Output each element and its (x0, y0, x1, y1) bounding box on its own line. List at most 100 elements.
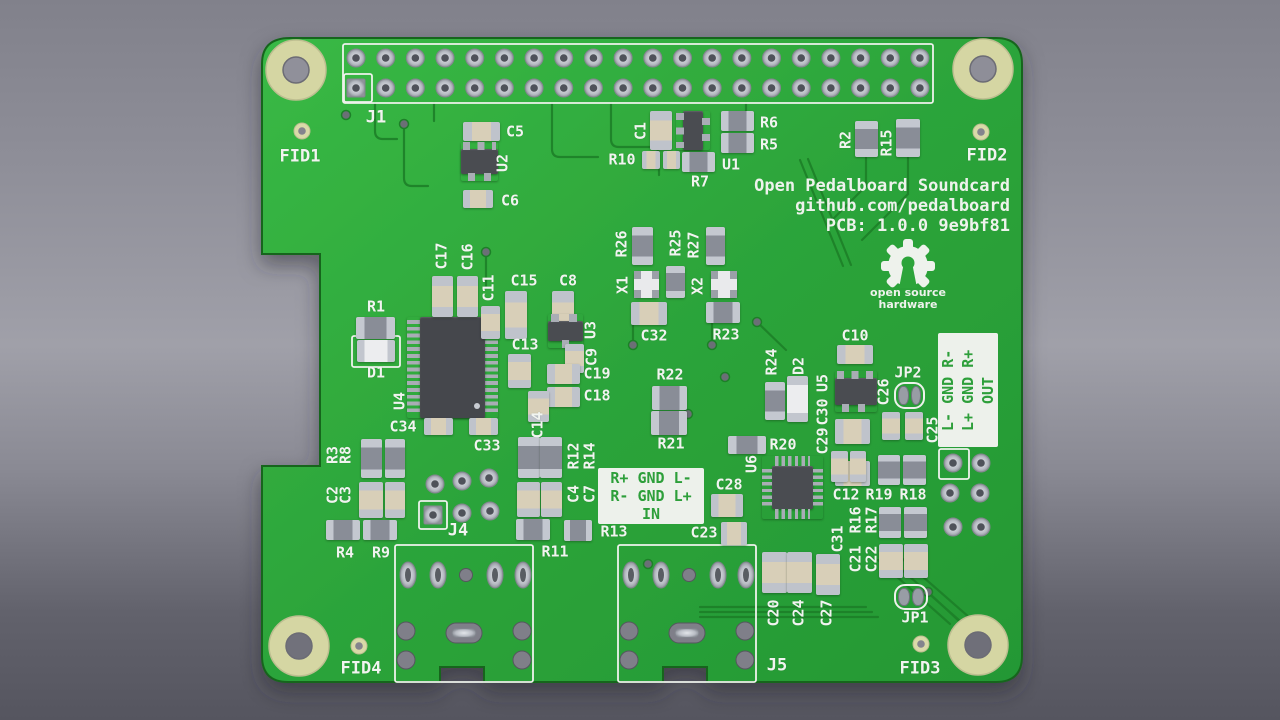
component-R5 (721, 133, 754, 153)
refdes-C13: C13 (511, 335, 539, 354)
component-R1 (356, 317, 395, 339)
refdes-C31: C31 (828, 525, 847, 553)
refdes-R1: R1 (366, 297, 386, 316)
pcb-board (261, 37, 1023, 683)
component-C6 (463, 190, 493, 208)
component-C3 (385, 482, 405, 518)
refdes-C16: C16 (458, 243, 477, 271)
component-R26 (632, 227, 653, 265)
component-R22 (652, 386, 687, 410)
component-C20 (762, 552, 787, 593)
refdes-C29: C29 (813, 427, 832, 455)
in-pinout-row-1: R+ GND L- (610, 469, 692, 487)
component-R20 (728, 436, 766, 454)
component-part (663, 151, 680, 169)
refdes-R8: R8 (336, 445, 355, 465)
refdes-C26: C26 (874, 378, 893, 406)
component-R18 (903, 455, 926, 485)
component-U3 (548, 314, 583, 348)
silkscreen-lines (342, 43, 970, 683)
refdes-D1: D1 (366, 363, 386, 382)
component-C16 (457, 276, 478, 317)
refdes-R5: R5 (759, 135, 779, 154)
refdes-R23: R23 (712, 325, 740, 344)
component-C34 (424, 418, 453, 435)
component-C27 (816, 554, 840, 595)
oshw-text-line-2: hardware (878, 297, 938, 311)
component-C22 (904, 544, 928, 578)
component-R16 (879, 507, 901, 538)
title-line-1: Open Pedalboard Soundcard (754, 176, 1010, 196)
component-C10 (837, 345, 873, 364)
refdes-C18: C18 (583, 386, 611, 405)
component-C23 (721, 522, 747, 545)
in-pinout-row-2: R- GND L+ (610, 487, 692, 505)
refdes-U6: U6 (742, 454, 761, 474)
refdes-J4: J4 (447, 520, 469, 541)
component-U1 (676, 111, 710, 150)
component-R6 (721, 111, 754, 131)
refdes-C14: C14 (528, 411, 547, 439)
refdes-R7: R7 (690, 172, 710, 191)
component-R3 (361, 439, 382, 478)
refdes-C30: C30 (813, 398, 832, 426)
in-pinout-row-3: IN (641, 505, 661, 523)
component-C15 (505, 291, 527, 339)
refdes-C33: C33 (473, 436, 501, 455)
component-R21 (651, 411, 687, 435)
refdes-R15: R15 (877, 129, 896, 157)
component-R27 (706, 227, 725, 265)
refdes-R11: R11 (541, 542, 569, 561)
refdes-C20: C20 (764, 599, 783, 627)
refdes-D2: D2 (789, 356, 808, 376)
component-D1 (357, 340, 395, 362)
refdes-U3: U3 (581, 320, 600, 340)
component-JP1 (894, 584, 928, 610)
oshw-text-line-1: open source (870, 286, 946, 299)
component-C25 (882, 412, 900, 440)
component-C5 (463, 122, 500, 141)
refdes-C34: C34 (389, 417, 417, 436)
refdes-JP2: JP2 (894, 363, 922, 382)
refdes-R20: R20 (769, 435, 797, 454)
refdes-FID4: FID4 (340, 658, 382, 679)
component-C21 (879, 544, 903, 578)
refdes-R16: R16 (846, 506, 865, 534)
refdes-C23: C23 (690, 523, 718, 542)
refdes-C6: C6 (500, 191, 520, 210)
refdes-C4: C4 (564, 484, 583, 504)
component-R17 (904, 507, 927, 538)
component-U5 (835, 371, 877, 412)
refdes-J5: J5 (766, 655, 788, 676)
refdes-C25: C25 (923, 416, 942, 444)
refdes-R6: R6 (759, 113, 779, 132)
refdes-C27: C27 (817, 599, 836, 627)
component-C32 (631, 302, 667, 325)
refdes-C3: C3 (336, 485, 355, 505)
refdes-FID1: FID1 (279, 146, 321, 167)
component-R7 (682, 152, 715, 172)
refdes-C21: C21 (846, 545, 865, 573)
refdes-R26: R26 (612, 230, 631, 258)
input-pinout-label: R+ GND L- R- GND L+ IN (598, 468, 704, 524)
refdes-U5: U5 (813, 373, 832, 393)
refdes-R25: R25 (666, 229, 685, 257)
component-C13 (508, 354, 531, 388)
refdes-C12: C12 (832, 485, 860, 504)
refdes-R27: R27 (684, 231, 703, 259)
refdes-R17: R17 (862, 506, 881, 534)
refdes-R24: R24 (762, 348, 781, 376)
refdes-R14: R14 (580, 442, 599, 470)
component-JP2 (894, 382, 925, 409)
component-U6 (762, 456, 823, 519)
refdes-C15: C15 (510, 271, 538, 290)
refdes-U2: U2 (493, 153, 512, 173)
component-U2 (461, 142, 498, 181)
pads (346, 48, 991, 589)
component-C4 (517, 482, 540, 517)
output-pinout-label: L- GND R- L+ GND R+ OUT (938, 333, 998, 447)
refdes-C5: C5 (505, 122, 525, 141)
refdes-C28: C28 (715, 475, 743, 494)
component-D2 (787, 376, 808, 422)
refdes-C9: C9 (582, 347, 601, 367)
